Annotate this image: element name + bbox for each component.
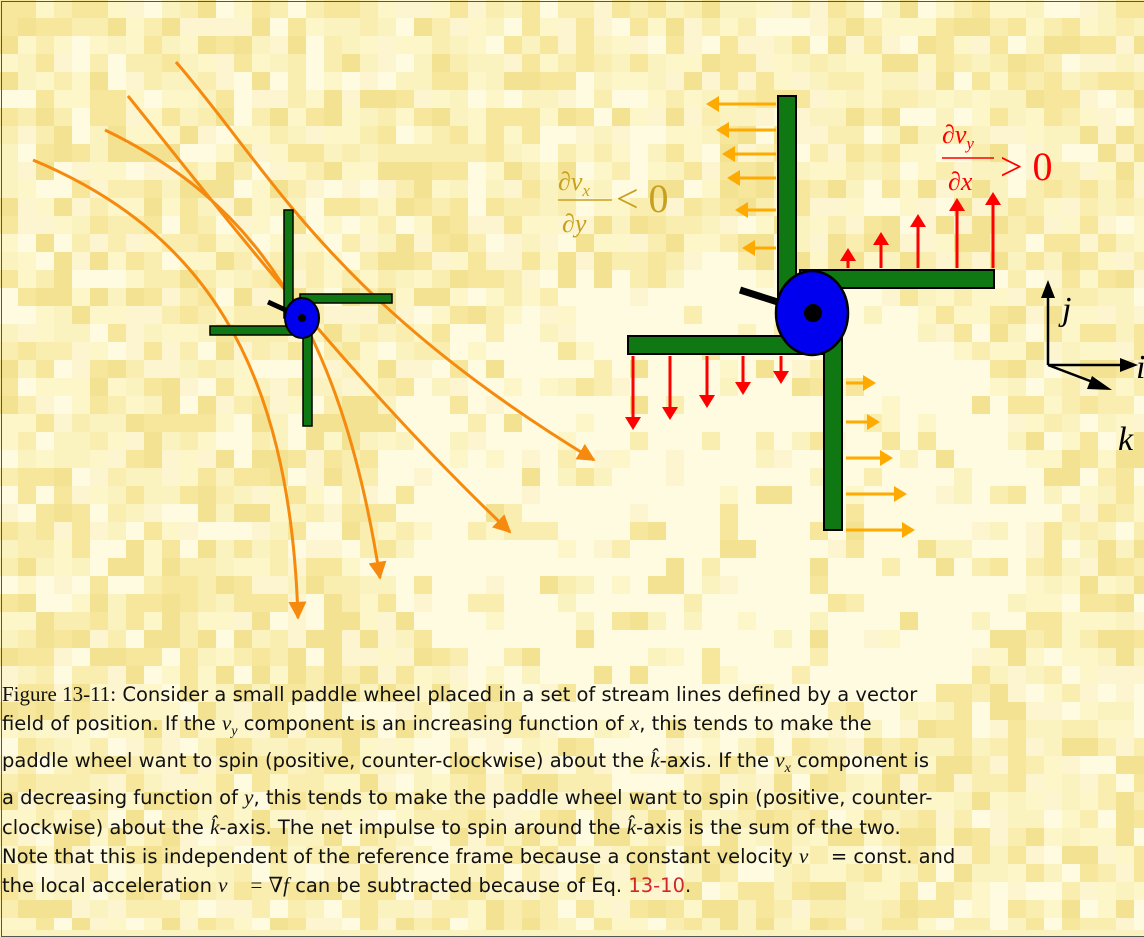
stream-lines — [32, 61, 596, 620]
axis-j-label: j — [1058, 291, 1071, 328]
caption-line-4: a decreasing function of y, this tends t… — [2, 785, 933, 810]
large-hub-axle — [804, 304, 822, 322]
velocity-arrows — [625, 96, 1001, 538]
dvx-left-arrow-head — [716, 122, 729, 138]
dvy-down-arrow-head — [735, 382, 751, 395]
large-paddle-wheel — [627, 95, 995, 531]
equation-ref-link[interactable]: 13-10 — [628, 874, 685, 897]
dvy-up-arrow-head — [873, 232, 889, 245]
large-paddle-arm-bottom — [823, 323, 843, 531]
label-dvx-dy: ∂vx ∂y < 0 — [558, 167, 669, 238]
caption-line-6: Note that this is independent of the ref… — [2, 843, 956, 868]
axis-j-arrowhead — [1041, 280, 1055, 298]
dvx-left-arrow-head — [727, 170, 740, 186]
caption-line-1: Figure 13-11: Consider a small paddle wh… — [2, 682, 918, 706]
label-dvx-relation: < 0 — [616, 176, 669, 221]
stream-line — [32, 158, 307, 620]
dvx-right-arrow-head — [863, 375, 876, 391]
label-dvy-dx: ∂vy ∂x > 0 — [942, 120, 1053, 196]
small-hub-axle — [298, 314, 306, 322]
axis-i-label: i — [1136, 349, 1144, 386]
dvx-right-arrow-head — [894, 486, 907, 502]
small-paddle-arm — [299, 293, 393, 304]
dvy-down-arrow-head — [699, 395, 715, 408]
label-dvy-denominator: ∂x — [948, 167, 973, 196]
dvy-up-arrow-head — [840, 248, 856, 261]
label-dvy-numerator: ∂vy — [942, 120, 974, 153]
label-dvy-relation: > 0 — [1000, 144, 1053, 189]
caption-line-7: the local acceleration v⃗ = ∇f can be su… — [2, 873, 692, 897]
dvy-down-arrow-head — [662, 407, 678, 420]
dvy-down-arrow-head — [625, 417, 641, 430]
label-dvx-denominator: ∂y — [562, 209, 587, 238]
coordinate-axes: j i k — [1041, 280, 1144, 458]
label-dvx-numerator: ∂vx — [558, 167, 590, 200]
dvx-right-arrow-head — [902, 522, 915, 538]
axis-k-arrowhead — [1087, 376, 1112, 390]
caption-line-5: clockwise) about the k̂-axis. The net im… — [2, 814, 901, 839]
dvy-up-arrow-head — [949, 198, 965, 211]
stream-line — [174, 61, 596, 462]
small-paddle-wheel — [209, 209, 393, 427]
axis-k — [1047, 363, 1099, 386]
caption-line-3: paddle wheel want to spin (positive, cou… — [2, 748, 930, 777]
figure-label: Figure 13-11: — [2, 682, 117, 706]
dvy-up-arrow-head — [985, 192, 1001, 205]
axis-k-label: k — [1118, 421, 1134, 458]
dvx-right-arrow-head — [880, 450, 893, 466]
dvy-up-arrow-head — [910, 214, 926, 227]
dvx-right-arrow-head — [867, 414, 880, 430]
caption-line-2: field of position. If the vy component i… — [2, 711, 872, 740]
dvx-left-arrow-head — [722, 146, 735, 162]
figure-caption: Figure 13-11: Consider a small paddle wh… — [2, 680, 1144, 900]
dvx-left-arrow-head — [735, 202, 748, 218]
axis-i-arrowhead — [1120, 358, 1138, 372]
dvx-left-arrow-head — [742, 240, 755, 256]
paddle-wheel-diagram: ∂vx ∂y < 0 ∂vy ∂x > 0 j i k — [32, 61, 1144, 620]
dvx-left-arrow-head — [706, 96, 719, 112]
dvy-down-arrow-head — [773, 371, 789, 384]
